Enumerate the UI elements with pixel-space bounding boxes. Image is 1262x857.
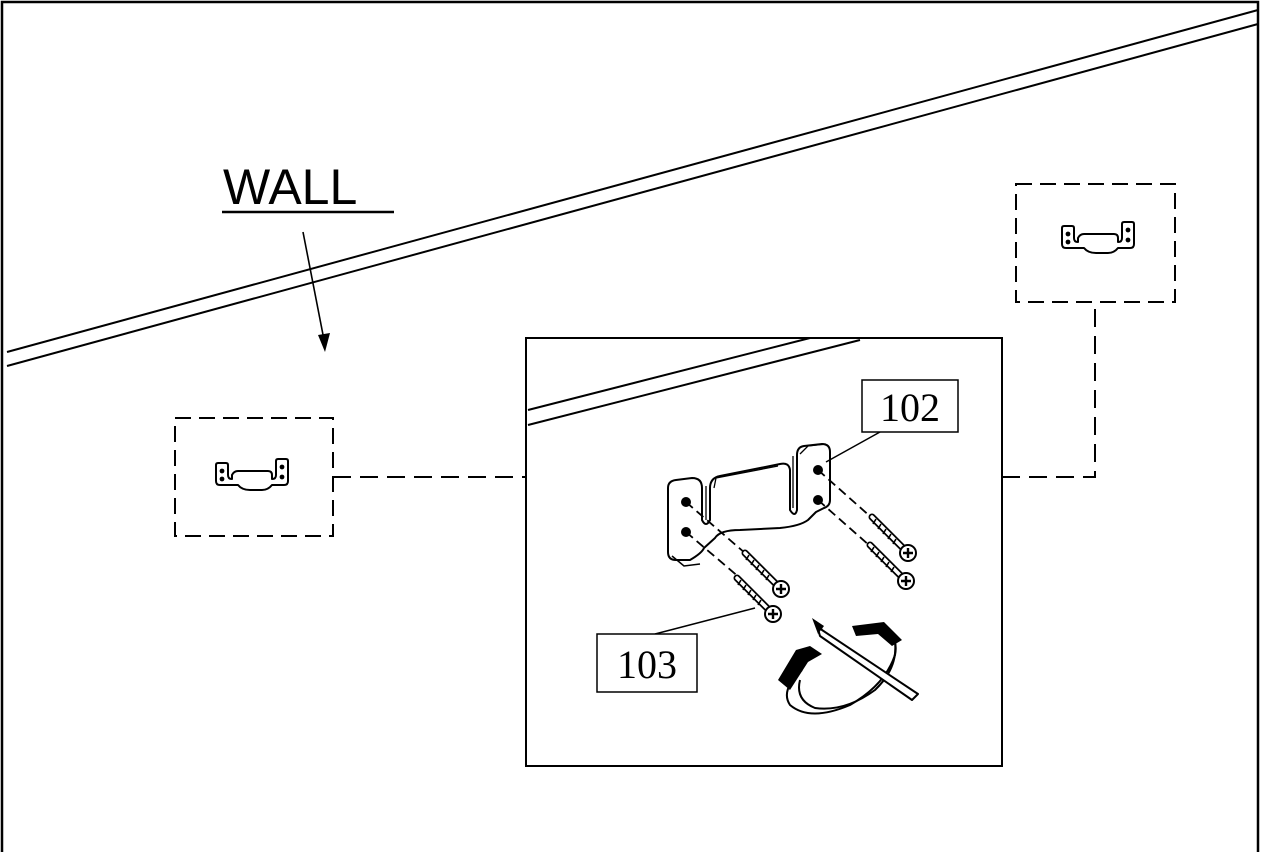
wall-pointer-line	[302, 231, 326, 346]
part-number-102: 102	[880, 385, 940, 430]
part-label-103: 103	[596, 607, 756, 693]
wall-pointer-arrowhead	[318, 333, 330, 352]
part-label-102: 102	[825, 379, 959, 463]
left-bracket-callout	[174, 417, 334, 537]
wall-label-group: WALL	[222, 159, 394, 352]
right-bracket-callout	[1015, 183, 1176, 303]
wall-label: WALL	[223, 159, 357, 215]
wall-edge-lines	[6, 9, 1259, 367]
detail-panel: 102 103	[525, 337, 1003, 767]
screw-guide-lines	[685, 469, 873, 579]
screwdriver-rotation-icon	[778, 618, 919, 715]
connector-lines	[333, 302, 1096, 478]
part-number-103: 103	[617, 642, 677, 687]
